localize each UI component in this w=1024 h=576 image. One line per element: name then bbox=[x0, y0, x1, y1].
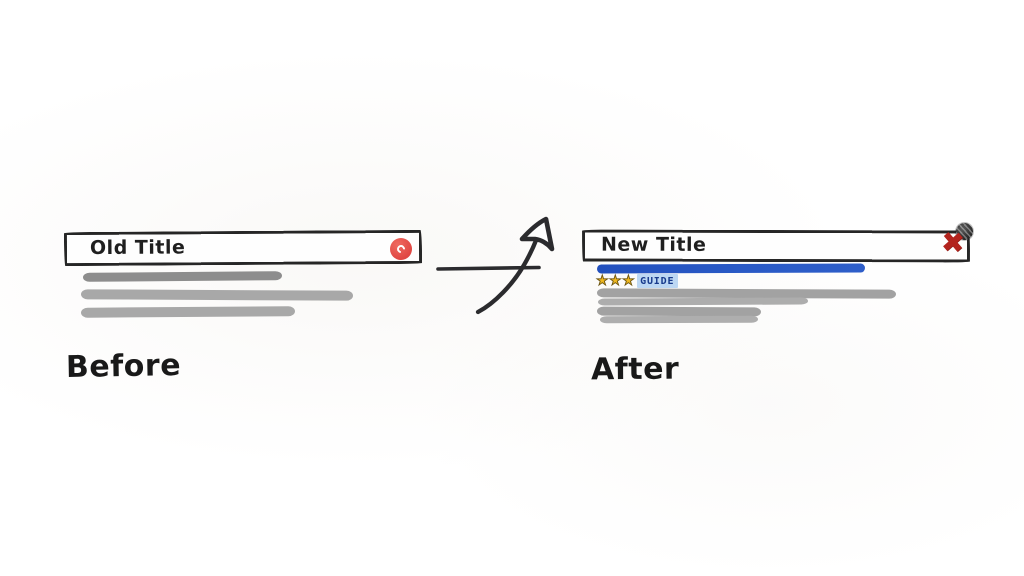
after-text-line-2b bbox=[599, 315, 759, 324]
rating-row: ★★★ GUIDE bbox=[596, 272, 679, 290]
before-card-title: Old Title bbox=[89, 236, 186, 260]
red-circle-badge-icon bbox=[389, 237, 413, 261]
after-label: After bbox=[590, 351, 680, 388]
before-text-line-1 bbox=[82, 271, 283, 282]
after-card-title: New Title bbox=[600, 233, 707, 256]
star-rating-icons: ★★★ bbox=[596, 273, 636, 289]
badge-squiggle-glyph bbox=[395, 243, 407, 255]
before-label: Before bbox=[65, 347, 182, 386]
corner-scribble-pin-icon bbox=[956, 223, 973, 240]
before-card: Old Title bbox=[63, 229, 423, 267]
before-text-line-3 bbox=[80, 306, 296, 318]
before-text-line-2 bbox=[80, 289, 354, 301]
transition-arrow-icon bbox=[436, 216, 555, 315]
after-card: New Title bbox=[581, 229, 971, 263]
after-text-line-1b bbox=[597, 297, 809, 306]
rating-tag: GUIDE bbox=[637, 274, 679, 288]
red-x-icon: ✖ bbox=[939, 225, 966, 260]
